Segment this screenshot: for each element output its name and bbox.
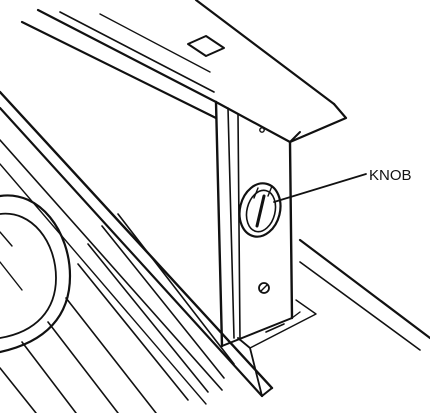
callout-label-knob: KNOB bbox=[369, 167, 412, 184]
right-wall bbox=[249, 238, 430, 351]
panel-screw bbox=[258, 282, 270, 294]
callout-leader-line bbox=[273, 173, 367, 203]
grille-slats bbox=[0, 213, 235, 413]
knob-callout: KNOB bbox=[273, 167, 412, 203]
round-element bbox=[0, 194, 72, 354]
hood-panel bbox=[20, 0, 348, 144]
knob-icon bbox=[238, 182, 282, 238]
top-square-cutout bbox=[187, 35, 225, 57]
front-panel bbox=[214, 100, 301, 348]
base-tray bbox=[0, 90, 274, 405]
